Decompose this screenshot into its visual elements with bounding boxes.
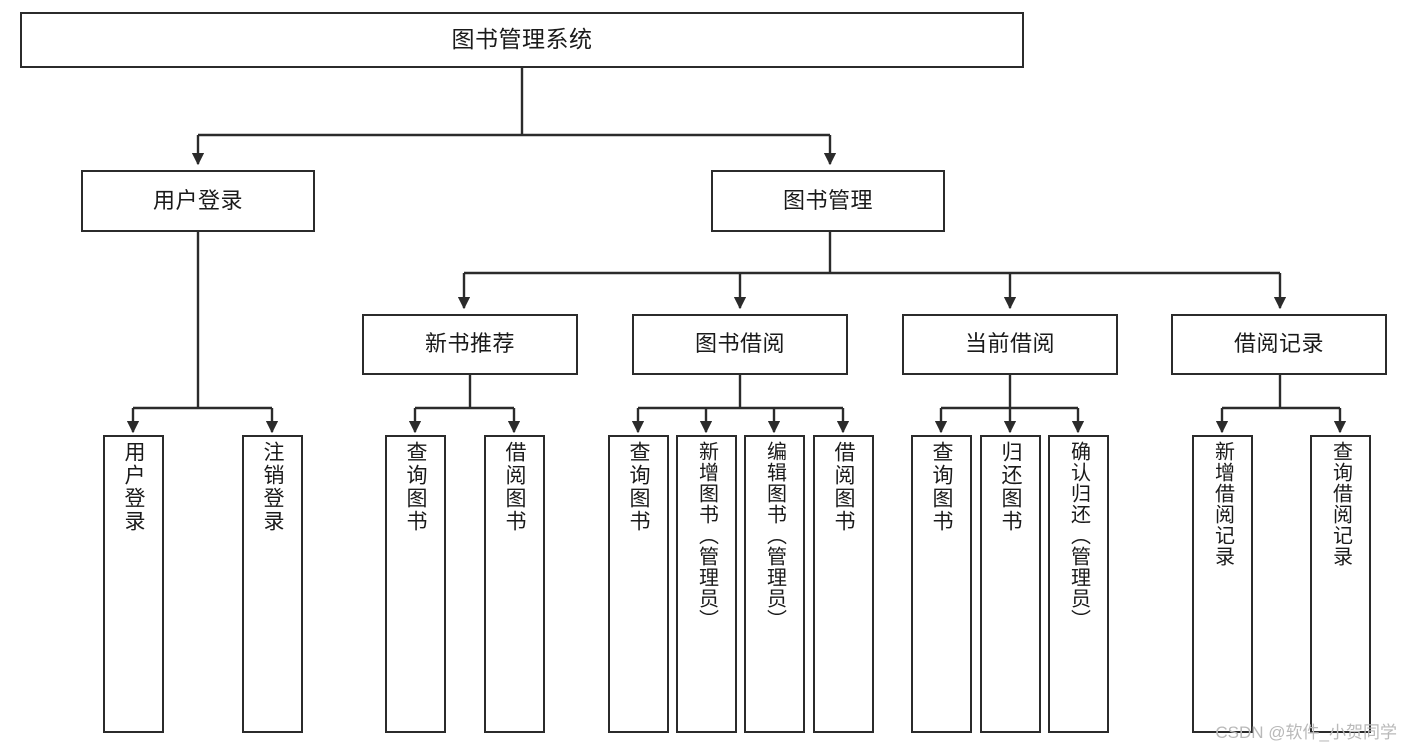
leaf-confirm-return-admin[interactable]: 确认归还（管理员） xyxy=(1048,435,1109,733)
node-label: 新增借阅记录 xyxy=(1211,441,1234,567)
leaf-query-book-current[interactable]: 查询图书 xyxy=(911,435,972,733)
node-borrow-record[interactable]: 借阅记录 xyxy=(1171,314,1387,375)
node-label: 新增图书（管理员） xyxy=(695,441,718,630)
node-new-book-recommend[interactable]: 新书推荐 xyxy=(362,314,578,375)
node-label: 图书借阅 xyxy=(694,331,785,357)
watermark-text: CSDN @软件_小贺同学 xyxy=(1215,723,1397,742)
node-book-management[interactable]: 图书管理 xyxy=(711,170,945,232)
node-label: 借阅图书 xyxy=(832,441,855,533)
leaf-logout-login[interactable]: 注销登录 xyxy=(242,435,303,733)
leaf-return-book[interactable]: 归还图书 xyxy=(980,435,1041,733)
node-label: 新书推荐 xyxy=(424,331,515,357)
node-current-borrow[interactable]: 当前借阅 xyxy=(902,314,1118,375)
leaf-user-login[interactable]: 用户登录 xyxy=(103,435,164,733)
node-label: 查询图书 xyxy=(627,441,650,533)
node-label: 图书管理 xyxy=(782,187,873,213)
leaf-borrow-book[interactable]: 借阅图书 xyxy=(813,435,874,733)
node-book-borrow[interactable]: 图书借阅 xyxy=(632,314,848,375)
node-label: 用户登录 xyxy=(152,187,243,213)
node-label: 用户登录 xyxy=(122,441,145,533)
node-label: 图书管理系统 xyxy=(451,26,593,53)
leaf-add-book-admin[interactable]: 新增图书（管理员） xyxy=(676,435,737,733)
node-label: 查询借阅记录 xyxy=(1329,441,1352,567)
node-label: 借阅记录 xyxy=(1233,331,1324,357)
leaf-borrow-book-recommend[interactable]: 借阅图书 xyxy=(484,435,545,733)
leaf-query-borrow-record[interactable]: 查询借阅记录 xyxy=(1310,435,1371,733)
node-label: 注销登录 xyxy=(261,441,284,533)
node-label: 查询图书 xyxy=(404,441,427,533)
node-label: 查询图书 xyxy=(930,441,953,533)
leaf-query-book-borrow[interactable]: 查询图书 xyxy=(608,435,669,733)
node-user-login[interactable]: 用户登录 xyxy=(81,170,315,232)
leaf-add-borrow-record[interactable]: 新增借阅记录 xyxy=(1192,435,1253,733)
node-root-book-management-system[interactable]: 图书管理系统 xyxy=(20,12,1024,68)
node-label: 编辑图书（管理员） xyxy=(763,441,786,630)
leaf-query-book-recommend[interactable]: 查询图书 xyxy=(385,435,446,733)
leaf-edit-book-admin[interactable]: 编辑图书（管理员） xyxy=(744,435,805,733)
node-label: 借阅图书 xyxy=(503,441,526,533)
node-label: 当前借阅 xyxy=(964,331,1055,357)
node-label: 归还图书 xyxy=(999,441,1022,533)
node-label: 确认归还（管理员） xyxy=(1067,441,1090,630)
